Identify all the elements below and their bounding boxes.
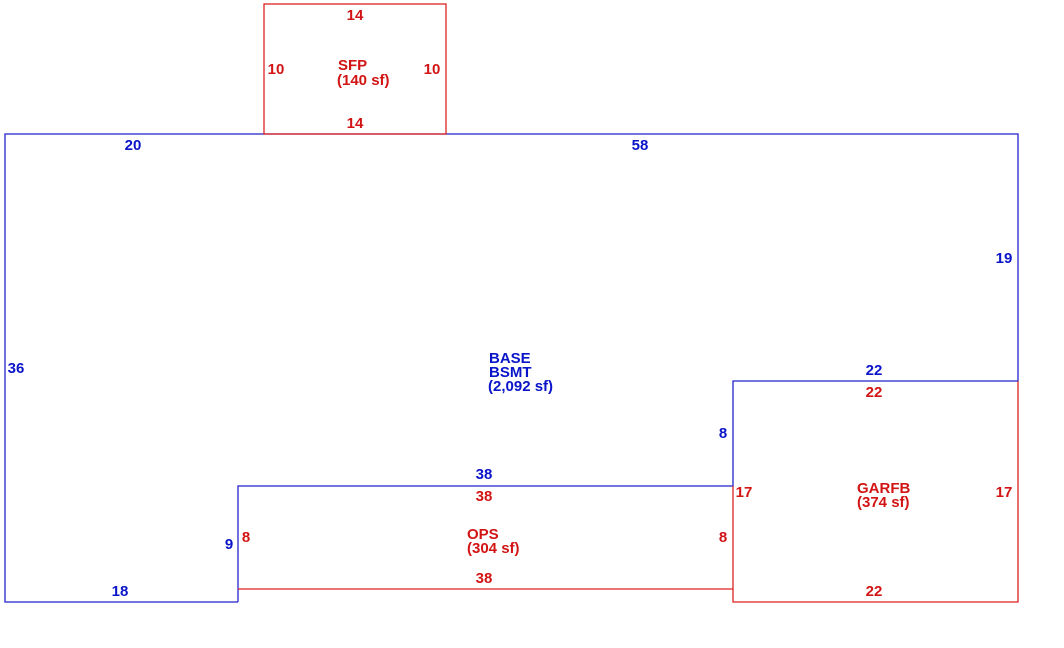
dim-base-top-left: 20 <box>125 137 142 154</box>
dim-garfb-top: 22 <box>866 384 883 401</box>
dim-base-right: 19 <box>996 250 1013 267</box>
garfb-outline <box>732 381 1019 603</box>
dim-ops-right: 8 <box>719 529 727 546</box>
dim-garfb-left: 17 <box>736 484 753 501</box>
dim-garfb-right: 17 <box>996 484 1013 501</box>
dim-sfp-top: 14 <box>347 7 364 24</box>
dim-base-garage-top: 22 <box>866 362 883 379</box>
dim-garfb-bottom: 22 <box>866 583 883 600</box>
area-label-ops-size: (304 sf) <box>467 540 520 557</box>
area-label-base-line1: BASE <box>489 350 531 367</box>
area-label-sfp-name: SFP <box>338 57 367 74</box>
dim-sfp-bottom: 14 <box>347 115 364 132</box>
dim-base-left: 36 <box>8 360 25 377</box>
dim-ops-bottom: 38 <box>476 570 493 587</box>
area-label-garfb-name: GARFB <box>857 480 910 497</box>
area-label-base-size: (2,092 sf) <box>488 378 553 395</box>
area-label-ops-name: OPS <box>467 526 499 543</box>
area-label-base-line2: BSMT <box>489 364 532 381</box>
sfp-outline <box>263 3 447 135</box>
dim-base-porch-side: 9 <box>225 536 233 553</box>
dim-sfp-left: 10 <box>268 61 285 78</box>
dim-ops-top: 38 <box>476 488 493 505</box>
area-label-sfp-size: (140 sf) <box>337 72 390 89</box>
dim-base-top-right: 58 <box>632 137 649 154</box>
dim-base-porch-top: 38 <box>476 466 493 483</box>
dim-ops-left: 8 <box>242 529 250 546</box>
dim-sfp-right: 10 <box>424 61 441 78</box>
area-label-garfb-size: (374 sf) <box>857 494 910 511</box>
dim-base-bottom: 18 <box>112 583 129 600</box>
dim-base-garage-side: 8 <box>719 425 727 442</box>
